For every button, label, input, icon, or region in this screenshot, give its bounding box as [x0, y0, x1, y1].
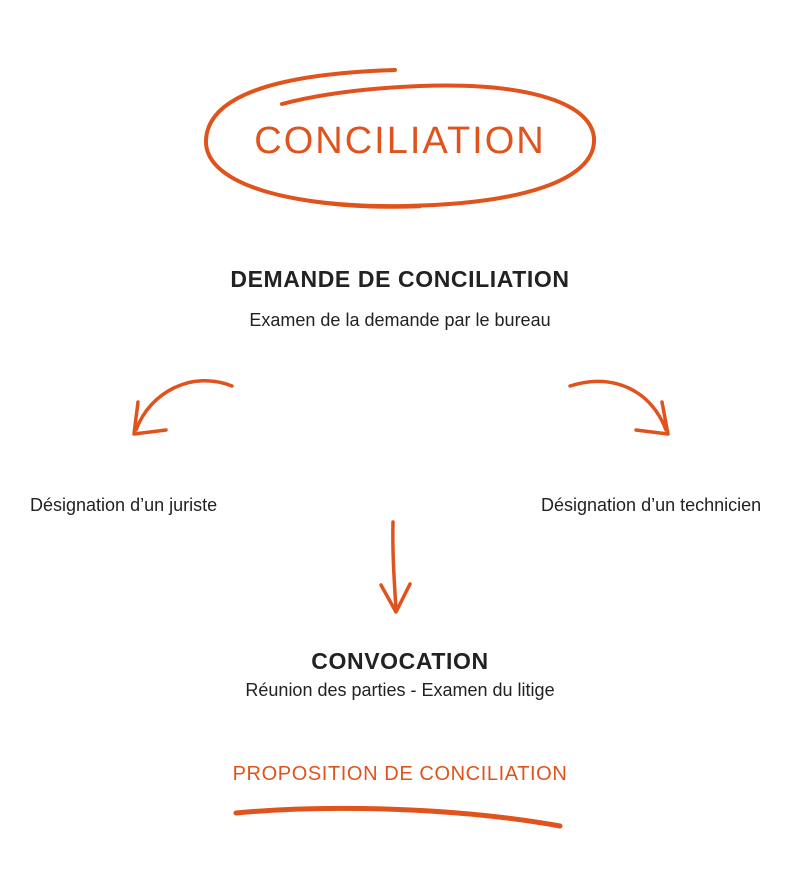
convocation-step-subtitle: Réunion des parties - Examen du litige [245, 680, 555, 700]
demande-step-title: DEMANDE DE CONCILIATION [230, 266, 570, 292]
convocation-step-title: CONVOCATION [311, 648, 489, 674]
proposition-underline [233, 805, 563, 829]
demande-step-subtitle: Examen de la demande par le bureau [249, 310, 551, 330]
juriste-step-label: Désignation d’un juriste [30, 495, 218, 515]
proposition-step-label: PROPOSITION DE CONCILIATION [232, 763, 568, 785]
arrow-to-juriste [132, 379, 234, 436]
title-ellipse [203, 68, 597, 209]
technicien-step-label: Désignation d’un technicien [541, 495, 762, 515]
arrow-to-convocation [379, 520, 412, 614]
arrow-to-technicien [568, 379, 670, 436]
diagram-title: CONCILIATION [254, 120, 546, 162]
